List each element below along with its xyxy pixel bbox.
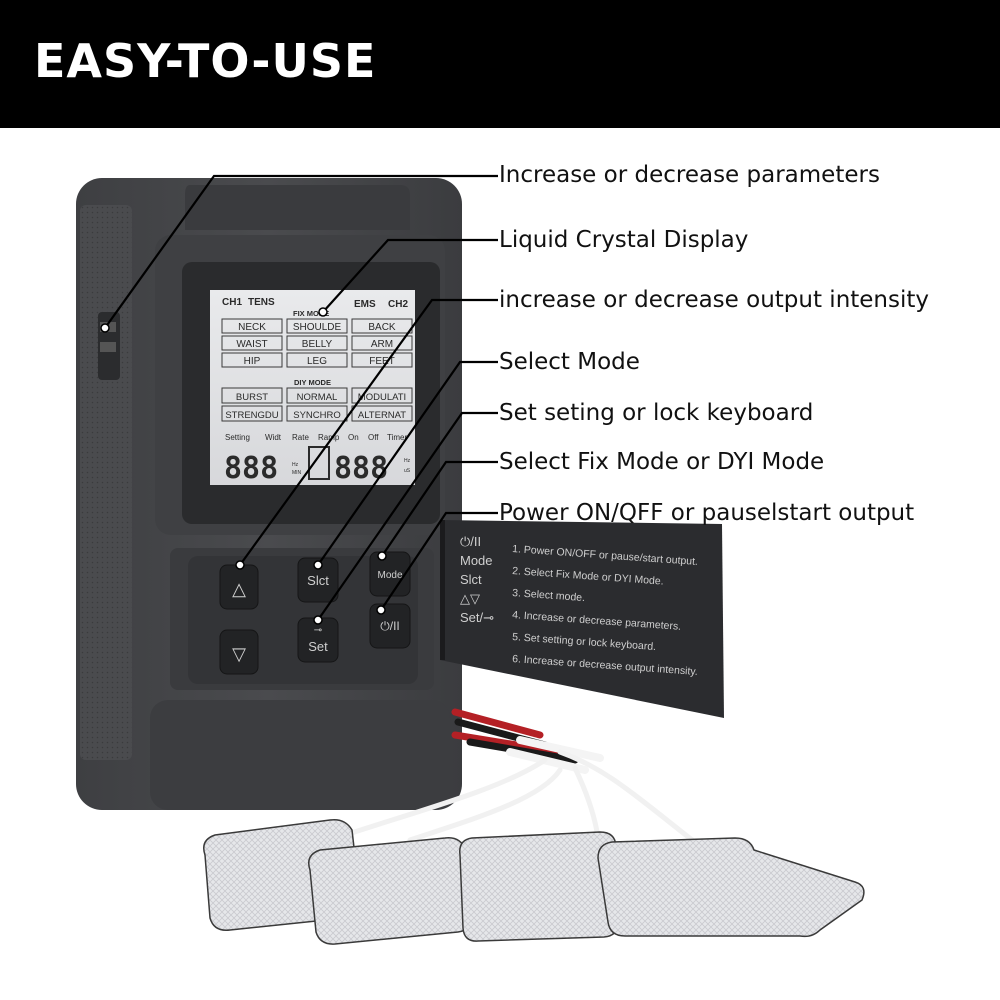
callout-lcd: Liquid Crystal Display <box>499 227 749 253</box>
lcd-fix-grid: NECK SHOULDE BACK WAIST BELLY ARM HIP LEG FEET <box>221 318 413 368</box>
lcd-fix-cell-box <box>351 352 413 368</box>
slct-label: Slct <box>307 573 329 588</box>
lcd-ch1: CH1 <box>222 297 242 308</box>
callout-parameters: Increase or decrease parameters <box>499 162 880 188</box>
lcd-fix-cell: ARM <box>371 339 393 350</box>
banner-title: EASY-TO-USE <box>34 34 377 88</box>
callout-fix-diy: Select Fix Mode or DYI Mode <box>499 449 825 475</box>
callout-set-lock: Set seting or lock keyboard <box>499 400 814 426</box>
lcd-diy-cell-box <box>286 405 348 422</box>
electrode-pad-2 <box>308 837 473 945</box>
lcd-diy-cell: MODULATI <box>358 392 406 403</box>
lcd-diy-cell: BURST <box>236 392 268 403</box>
lcd-fix-cell-box <box>221 352 283 368</box>
lcd-tens: TENS <box>248 297 275 308</box>
lcd-fix-cell-box <box>286 335 348 351</box>
lcd-bottom-label: Ramp <box>318 433 340 442</box>
lcd-digits-left: 888 <box>224 451 278 486</box>
callout-power: Power ON/QFF or pauselstart output <box>499 500 915 526</box>
lcd-diy-cell: ALTERNAT <box>358 410 406 421</box>
header-banner: EASY-TO-USE <box>0 0 1000 128</box>
lcd-diy-cell: SYNCHRO <box>293 410 341 421</box>
power-icon: ⏻/II <box>380 619 400 633</box>
lcd-fix-cell: BACK <box>368 322 396 333</box>
lcd-unit-right-1: Hz <box>404 458 411 464</box>
lcd-diy-cell-box <box>351 387 413 404</box>
lcd-fix-cell-box <box>221 335 283 351</box>
lcd-fix-cell-box <box>351 335 413 351</box>
leaflet-line: 3. Select mode. <box>512 587 586 604</box>
slct-button[interactable]: Slct <box>297 557 339 603</box>
electrode-cables <box>327 708 708 873</box>
lcd-diy-cell-box <box>221 405 283 422</box>
lcd-bottom-label: On <box>348 433 359 442</box>
lcd-diy-grid: BURST NORMAL MODULATI STRENGDU SYNCHRO ALTERN… <box>221 387 413 422</box>
lcd-diy-cell: NORMAL <box>297 392 338 403</box>
leaflet-icon: Set/⊸ <box>460 610 494 625</box>
lcd-ch2: CH2 <box>388 299 408 310</box>
mode-label: Mode <box>377 570 402 581</box>
down-arrow-icon: ▽ <box>232 644 246 664</box>
power-button[interactable]: ⏻/II <box>369 603 411 649</box>
lcd-fix-cell-box <box>286 318 348 334</box>
lcd-fix-cell: SHOULDE <box>293 322 342 333</box>
lcd-fix-cell: WAIST <box>236 339 267 350</box>
lcd-bottom-label: Setting <box>225 433 250 442</box>
lcd-fix-mode: FIX MODE <box>293 309 329 318</box>
lcd-fix-cell: BELLY <box>302 339 333 350</box>
lcd-diy-cell-box <box>351 405 413 422</box>
lcd-diy-mode: DIY MODE <box>294 378 331 387</box>
lcd-unit-right-2: uS <box>404 468 411 474</box>
up-button[interactable]: △ <box>219 564 259 610</box>
lcd-fix-cell: HIP <box>244 356 261 367</box>
lcd-display: CH1 TENS EMS CH2 FIX MODE NECK SHOULDE BAC… <box>210 290 415 486</box>
lcd-bottom-label: Widt <box>265 433 282 442</box>
lcd-diy-cell-box <box>286 387 348 404</box>
electrode-pad-3 <box>459 831 619 942</box>
lcd-digits-right: 888 <box>334 451 388 486</box>
lcd-bottom-label: Off <box>368 433 379 442</box>
lcd-battery-icon <box>308 446 330 480</box>
lcd-fix-cell-box <box>221 318 283 334</box>
leaflet-icon: Mode <box>460 553 493 568</box>
callout-dots <box>100 307 387 625</box>
lcd-bottom-label: Rate <box>292 433 309 442</box>
lcd-diy-cell: STRENGDU <box>225 410 278 421</box>
leaflet-icon: Slct <box>460 572 482 587</box>
leaflet-icon: △▽ <box>460 591 480 606</box>
lcd-unit-left-2: MIN <box>292 470 302 476</box>
mode-button[interactable]: Mode <box>369 551 411 597</box>
callout-select-mode: Select Mode <box>499 349 640 375</box>
callout-leaders <box>104 174 498 621</box>
lcd-fix-cell: FEET <box>369 356 395 367</box>
side-grille <box>80 205 132 760</box>
up-arrow-icon: △ <box>232 579 246 599</box>
down-button[interactable]: ▽ <box>219 629 259 675</box>
lock-key-icon: ⊸ <box>314 625 322 636</box>
electrode-pad-4 <box>597 837 865 938</box>
electrode-pads <box>203 818 865 945</box>
lcd-bottom-labels: Setting Widt Rate Ramp On Off Timer <box>225 433 407 442</box>
lcd-ems: EMS <box>354 299 376 310</box>
lcd-bottom-label: Timer <box>387 433 407 442</box>
lcd-fix-cell: NECK <box>238 322 266 333</box>
lcd-fix-cell: LEG <box>307 356 327 367</box>
lcd-diy-cell-box <box>221 387 283 404</box>
lcd-fix-cell-box <box>286 352 348 368</box>
set-label: Set <box>308 639 328 654</box>
callout-intensity: increase or decrease output intensity <box>499 287 930 313</box>
lcd-unit-left-1: Hz <box>292 462 299 468</box>
leaflet-icon: ⏻/II <box>460 534 481 549</box>
